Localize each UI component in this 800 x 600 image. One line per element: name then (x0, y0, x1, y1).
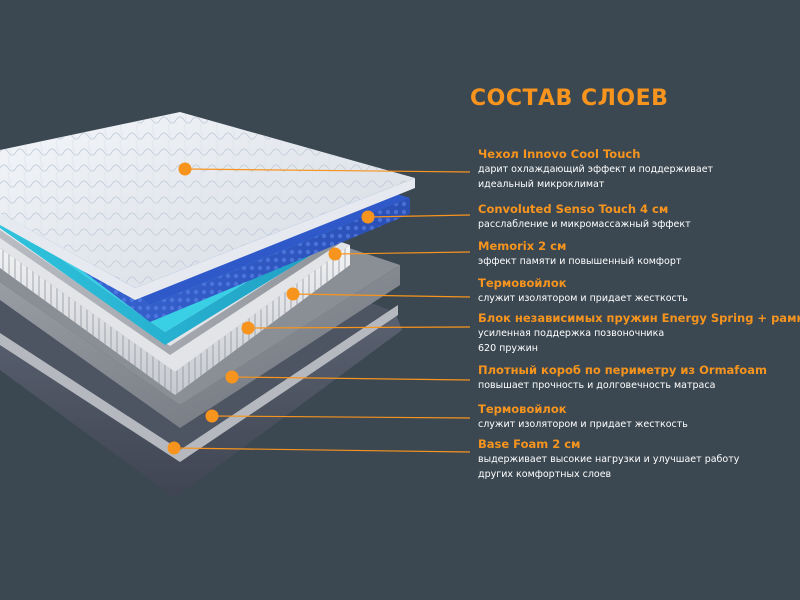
layer-label-thermo-felt-bottom: Термовойлок служит изолятором и придает … (478, 402, 788, 432)
page-title: СОСТАВ СЛОЕВ (470, 86, 669, 111)
marker-dot (241, 321, 255, 335)
layer-description: служит изолятором и придает жесткость (478, 293, 688, 304)
layer-description: выдерживает высокие нагрузки и улучшает … (478, 454, 740, 465)
layer-name: Блок независимых пружин Energy Spring + … (478, 311, 800, 325)
layer-description: 620 пружин (478, 343, 538, 354)
layer-name: Термовойлок (478, 402, 567, 416)
layer-description: эффект памяти и повышенный комфорт (478, 256, 682, 267)
layer-name: Чехол Innovo Cool Touch (478, 147, 641, 161)
marker-dot (328, 247, 342, 261)
layer-name: Convoluted Senso Touch 4 см (478, 202, 669, 216)
layer-label-ormafoam-box: Плотный короб по периметру из Ormafoam п… (478, 363, 788, 393)
marker-dot (167, 441, 181, 455)
layer-label-cover: Чехол Innovo Cool Touch дарит охлаждающи… (478, 147, 788, 192)
marker-dot (286, 287, 300, 301)
layer-description: других комфортных слоев (478, 469, 612, 480)
layer-description: дарит охлаждающий эффект и поддерживает (478, 164, 714, 175)
layer-name: Плотный короб по периметру из Ormafoam (478, 363, 767, 377)
marker-dot (361, 210, 375, 224)
layer-label-thermo-felt-top: Термовойлок служит изолятором и придает … (478, 276, 788, 306)
layer-description: идеальный микроклимат (478, 179, 605, 190)
layer-name: Memorix 2 см (478, 239, 567, 253)
leader-dots (167, 162, 375, 455)
layer-label-memorix: Memorix 2 см эффект памяти и повышенный … (478, 239, 788, 269)
layer-label-base-foam: Base Foam 2 см выдерживает высокие нагру… (478, 437, 788, 482)
layer-description: служит изолятором и придает жесткость (478, 419, 688, 430)
leader-lines (173, 168, 471, 453)
layer-name: Термовойлок (478, 276, 567, 290)
marker-dot (178, 162, 192, 176)
layer-description: усиленная поддержка позвоночника (478, 328, 665, 339)
marker-dot (225, 370, 239, 384)
layer-name: Base Foam 2 см (478, 437, 581, 451)
layer-description: повышает прочность и долговечность матра… (478, 380, 716, 391)
layer-label-spring-block: Блок независимых пружин Energy Spring + … (478, 311, 800, 356)
marker-dot (205, 409, 219, 423)
cover-layer (0, 112, 415, 300)
layer-label-convoluted: Convoluted Senso Touch 4 см расслабление… (478, 202, 788, 232)
layer-description: расслабление и микромассажный эффект (478, 219, 691, 230)
